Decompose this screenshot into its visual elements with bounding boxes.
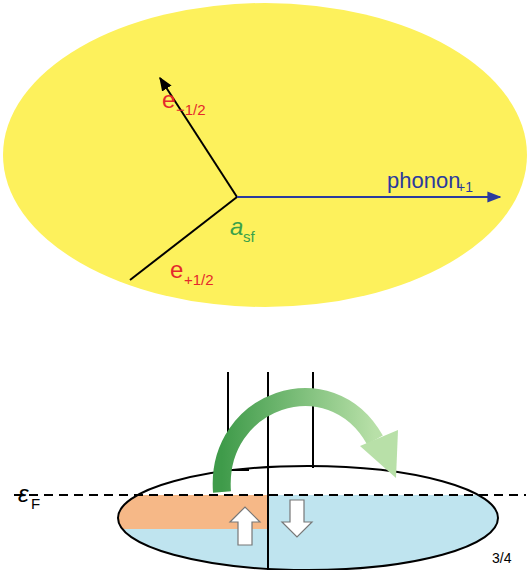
up-arrow (230, 507, 260, 545)
wall (312, 372, 314, 468)
interaction-region (3, 3, 527, 307)
energy-symbol: ε (18, 482, 29, 506)
outgoing-electron (160, 78, 237, 197)
fraction-label: 3/4 (492, 551, 511, 565)
spin-subscript: +1 (457, 180, 473, 194)
phonon-line (237, 196, 500, 198)
particle-name: phonon (387, 170, 460, 192)
particle-symbol: e (162, 88, 175, 112)
spin-subscript: +1/2 (184, 272, 214, 287)
fermi-level (14, 494, 526, 496)
amplitude-subscript: sf (243, 229, 255, 244)
energy-subscript: F (31, 496, 40, 511)
spin-flip-arrowhead (360, 430, 398, 478)
particle-symbol: e (170, 258, 183, 282)
incoming-electron (130, 197, 237, 280)
spin-subscript: −1/2 (176, 102, 206, 117)
fermi-sea (100, 495, 520, 570)
down-arrow (282, 500, 312, 537)
fermi-surface (118, 466, 498, 570)
amplitude-symbol: a (230, 215, 243, 239)
spin-flip-arrow (222, 397, 375, 492)
